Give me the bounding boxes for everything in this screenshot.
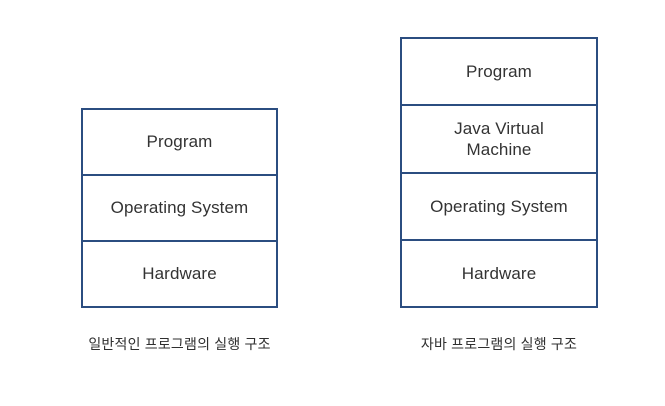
layer-label: Hardware <box>142 264 217 284</box>
layer-operating-system: Operating System <box>402 174 596 241</box>
general-program-caption: 일반적인 프로그램의 실행 구조 <box>88 336 271 352</box>
layer-label: Program <box>146 132 213 152</box>
layer-program: Program <box>402 39 596 107</box>
java-program-stack: Program Java Virtual Machine Operating S… <box>400 37 598 308</box>
layer-label: Java Virtual Machine <box>454 118 544 159</box>
layer-operating-system: Operating System <box>83 176 276 242</box>
layer-java-virtual-machine: Java Virtual Machine <box>402 106 596 174</box>
layer-hardware: Hardware <box>402 241 596 306</box>
layer-label: Operating System <box>110 198 249 218</box>
layer-program: Program <box>83 110 276 176</box>
layer-label: Hardware <box>461 263 537 283</box>
java-program-caption: 자바 프로그램의 실행 구조 <box>420 336 578 352</box>
layer-label: Operating System <box>430 196 568 216</box>
layer-label: Program <box>466 62 532 81</box>
general-program-stack: Program Operating System Hardware <box>81 108 278 308</box>
layer-hardware: Hardware <box>83 242 276 306</box>
